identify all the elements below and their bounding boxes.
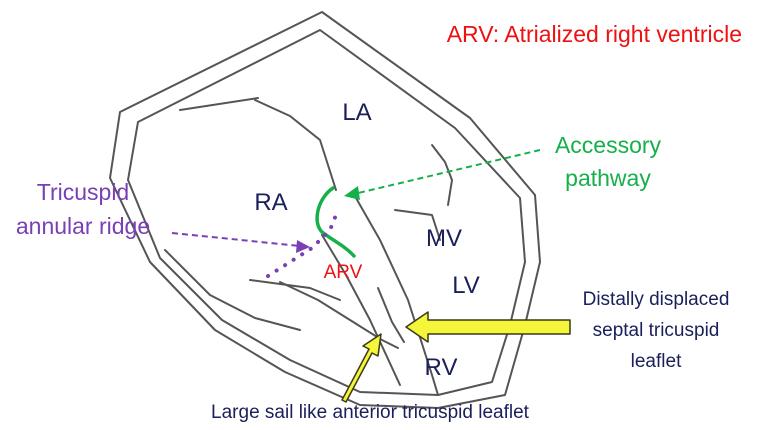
label-anterior-leaflet: Large sail like anterior tricuspid leafl… [211, 402, 530, 423]
mitral-leaflet [431, 144, 453, 206]
label-accessory-pathway-line2: pathway [565, 165, 651, 191]
label-septal-leaflet-line1: Distally displaced [583, 289, 730, 310]
left-atrial-edge [179, 97, 259, 111]
outer-wall [109, 11, 541, 409]
label-accessory-pathway-line1: Accessory [555, 132, 662, 158]
atrial-septum [254, 99, 337, 191]
tricuspid-ridge-dots [266, 208, 340, 278]
mitral-annulus [394, 209, 441, 241]
label-tricuspid-ridge-line1: Tricuspid [37, 179, 129, 205]
label-arv: ARV [324, 262, 363, 283]
ra-floor [249, 279, 341, 301]
label-la: LA [342, 99, 371, 126]
label-septal-leaflet-line2: septal tricuspid [593, 320, 720, 341]
inner-wall [127, 29, 526, 396]
diagram-title: ARV: Atrialized right ventricle [447, 21, 742, 47]
label-lv: LV [452, 272, 480, 299]
accessory-pathway-curve [315, 186, 356, 258]
heart-outline [109, 11, 541, 409]
ventricular-septum-right [355, 197, 439, 396]
anterior-leaflet-shape [279, 281, 399, 349]
label-septal-leaflet-line3: leaflet [631, 351, 682, 372]
label-mv: MV [426, 225, 462, 252]
accessory-pathway-arrow [344, 149, 541, 200]
ventricular-septum-left [321, 234, 401, 386]
tricuspid-ridge-arrow [171, 232, 310, 253]
label-rv: RV [425, 354, 458, 381]
label-ra: RA [254, 189, 287, 216]
septal-leaflet-shape [377, 287, 405, 343]
ra-lower-wall [164, 249, 301, 331]
label-tricuspid-ridge-line2: annular ridge [16, 213, 150, 239]
arrow-icon [405, 311, 571, 343]
arrow-icon [341, 333, 382, 403]
